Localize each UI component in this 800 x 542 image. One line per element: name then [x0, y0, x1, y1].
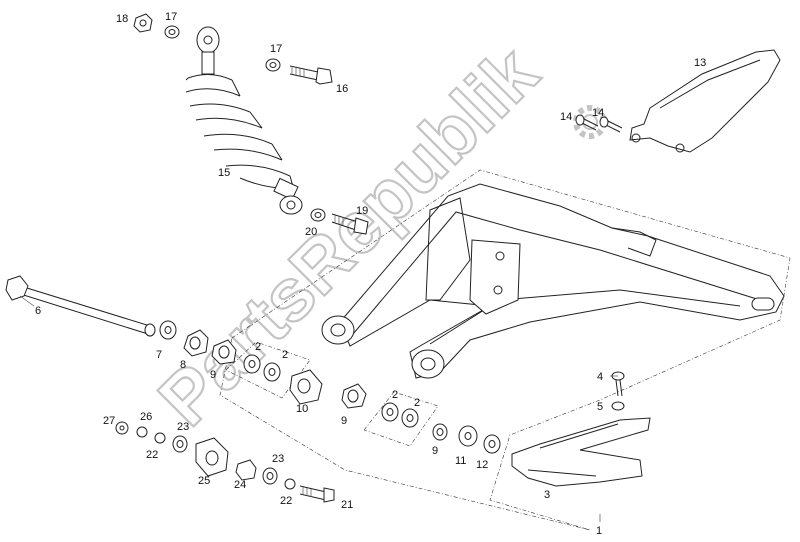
chain-guard — [629, 49, 781, 153]
label-14-right: 14 — [592, 107, 604, 119]
bushing-8 — [183, 329, 209, 357]
label-9-right: 9 — [432, 445, 438, 457]
pivot-shaft — [5, 275, 156, 337]
nut-27 — [115, 421, 129, 435]
screw-14-left — [575, 114, 599, 131]
label-23-left: 23 — [177, 421, 189, 433]
label-2-a: 2 — [255, 341, 261, 353]
label-10: 10 — [296, 403, 308, 415]
label-12: 12 — [476, 459, 488, 471]
bolt-16 — [289, 65, 333, 85]
label-27: 27 — [103, 415, 115, 427]
label-18: 18 — [116, 13, 128, 25]
label-13: 13 — [694, 57, 706, 69]
nut-18 — [133, 13, 153, 33]
assembly-boundary — [219, 169, 791, 531]
seal-12 — [483, 434, 501, 454]
screw-14-right — [599, 116, 623, 133]
seal-23-left — [172, 435, 188, 453]
screw-4 — [611, 371, 625, 397]
label-9-left: 9 — [210, 369, 216, 381]
washer-7 — [159, 320, 177, 340]
spacer-9-right — [432, 423, 448, 441]
label-11: 11 — [455, 455, 466, 467]
leader-lines — [19, 295, 618, 522]
seal-23-right — [262, 467, 278, 485]
part-labels: 18 17 17 16 15 19 20 13 14 14 6 7 8 9 2 … — [35, 11, 706, 537]
label-8: 8 — [180, 359, 186, 371]
label-22-left: 22 — [146, 449, 158, 461]
label-6: 6 — [35, 305, 41, 317]
label-15: 15 — [218, 167, 230, 179]
label-5: 5 — [597, 401, 603, 413]
label-16: 16 — [336, 83, 348, 95]
bolt-21 — [299, 485, 335, 503]
label-1: 1 — [596, 525, 602, 537]
washer-17-side — [265, 58, 281, 72]
label-19: 19 — [356, 205, 368, 217]
label-14-left: 14 — [560, 111, 572, 123]
spacer-10 — [289, 369, 323, 405]
label-21: 21 — [341, 499, 353, 511]
bushing-25 — [195, 437, 229, 477]
bearing-group-left — [225, 341, 311, 399]
label-22-right: 22 — [280, 495, 292, 507]
washer-17-top — [164, 25, 180, 39]
spacer-9-middle — [341, 383, 367, 409]
label-4: 4 — [597, 371, 603, 383]
swingarm — [321, 183, 785, 379]
label-24: 24 — [234, 479, 246, 491]
label-7: 7 — [156, 349, 162, 361]
washer-11 — [458, 425, 478, 447]
bearing-group-right — [363, 391, 439, 447]
washer-22-right — [284, 478, 296, 490]
label-25: 25 — [198, 475, 210, 487]
spacer-9-left — [211, 339, 237, 365]
rear-shock-absorber — [185, 26, 303, 215]
label-3: 3 — [544, 489, 550, 501]
label-17-top: 17 — [165, 11, 177, 23]
chain-slider — [511, 417, 651, 487]
bolt-19 — [331, 213, 369, 235]
label-2-b: 2 — [282, 349, 288, 361]
label-17-side: 17 — [270, 43, 282, 55]
washer-20 — [310, 208, 326, 222]
label-2-c: 2 — [392, 389, 398, 401]
label-20: 20 — [305, 226, 317, 238]
washer-5 — [611, 401, 625, 411]
label-23-right: 23 — [272, 453, 284, 465]
washer-22-left — [154, 432, 166, 444]
label-2-d: 2 — [414, 397, 420, 409]
label-26: 26 — [140, 411, 152, 423]
label-9-middle: 9 — [341, 415, 347, 427]
spacer-24 — [235, 459, 257, 481]
washer-26 — [136, 426, 148, 438]
